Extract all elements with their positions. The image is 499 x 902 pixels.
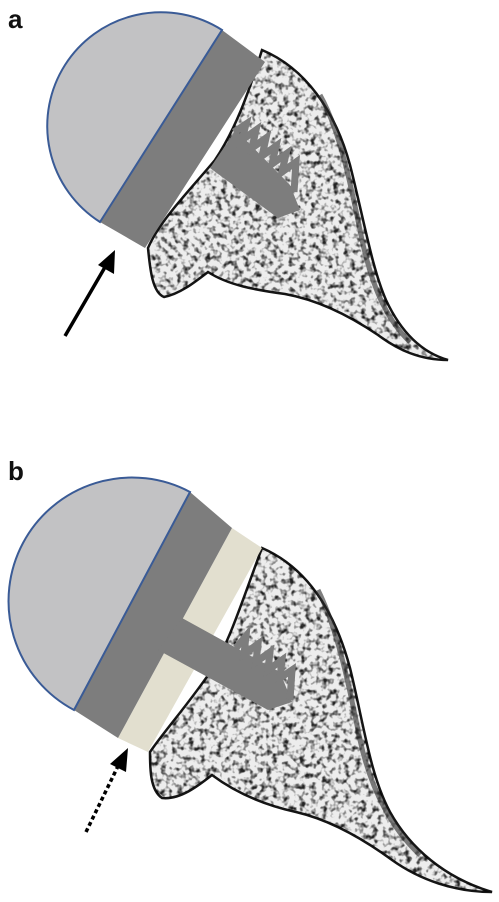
panel-b: b xyxy=(0,440,499,902)
dotted-arrow xyxy=(86,748,128,832)
diagram-a xyxy=(0,0,499,430)
diagram-b xyxy=(0,440,499,902)
solid-arrow xyxy=(65,250,115,336)
panel-a: a xyxy=(0,0,499,430)
